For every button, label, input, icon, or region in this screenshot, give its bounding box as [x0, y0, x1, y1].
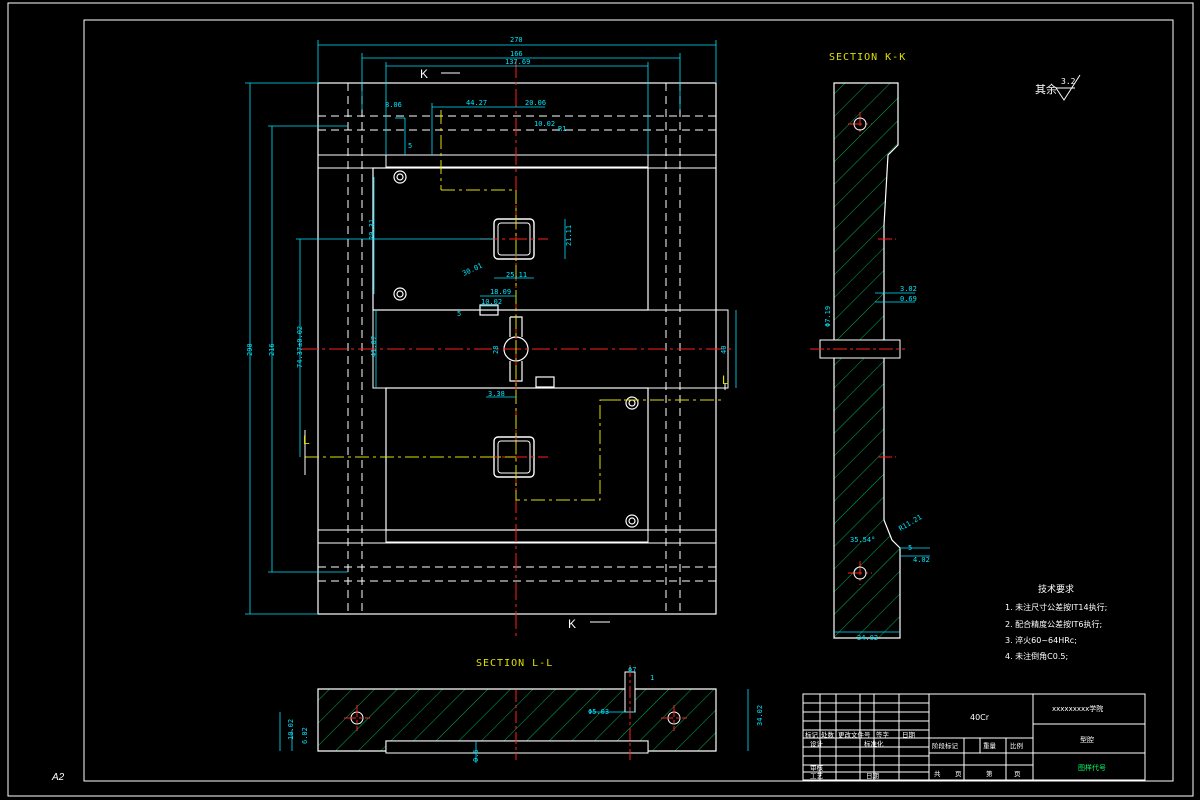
kk-dim-5: 5: [908, 544, 912, 552]
tb-process: 工艺: [810, 772, 824, 780]
section-kk-body: [833, 82, 901, 639]
tb-scale: 比例: [1010, 741, 1023, 750]
sheet-size-label: A2: [51, 772, 65, 783]
section-ll-title: SECTION L-L: [476, 658, 553, 669]
dim-5: 5: [408, 142, 412, 150]
ll-dim-6: 6.02: [301, 727, 309, 744]
ll-dim-05: 0.5: [472, 749, 480, 762]
dim-74-37: 74.37±0.02: [296, 326, 304, 368]
tech-req-item-1: 1. 未注尺寸公差按IT14执行;: [1005, 602, 1107, 612]
tb-stage: 阶段标记: [932, 741, 959, 750]
dim-8-06: 8.06: [385, 101, 402, 109]
kk-dim-0-69: 0.69: [900, 295, 917, 303]
section-ll: SECTION L-L Φ7 1 Φ5.03 34.02 6.02 10.02: [279, 658, 764, 763]
tb-design: 设计: [810, 739, 824, 748]
dim-137-69: 137.69: [505, 58, 530, 66]
plan-view: K K L L 270 166 137.69 8: [245, 36, 737, 636]
tb-page2: 页: [1014, 770, 1021, 778]
section-ll-dim-texts: Φ7 1 Φ5.03 34.02 6.02 10.02 0.5: [287, 666, 764, 762]
tb-rev-sign: 签字: [876, 730, 890, 739]
surface-finish-prefix: 其余: [1035, 82, 1057, 96]
tb-rev-doc: 更改文件号: [838, 730, 871, 739]
section-kk-holes: [853, 117, 867, 580]
tb-date: 日期: [866, 772, 880, 780]
tb-standardize: 标准化: [864, 739, 884, 748]
section-ll-dims: [279, 689, 749, 763]
kk-dim-4-02: 4.02: [913, 556, 930, 564]
tb-page1: 页: [955, 770, 962, 778]
kk-dim-phi: Φ7.19: [824, 306, 832, 327]
tb-drawing-code: 图样代号: [1078, 763, 1106, 772]
surface-finish-value: 3.2: [1061, 77, 1076, 86]
dim-5b: 5: [457, 310, 461, 318]
dim-40: 40: [720, 346, 728, 354]
dim-28: 28: [492, 346, 500, 354]
ll-dim-1: 1: [650, 674, 654, 682]
dim-290: 290: [246, 343, 254, 356]
lower-cavity-block: [385, 387, 649, 531]
dim-41-07: 41.07: [370, 336, 378, 357]
section-ll-strip: [385, 740, 649, 754]
section-arrows: [304, 72, 726, 623]
kk-dim-34: 34.02: [857, 634, 878, 642]
title-block: [802, 693, 1146, 781]
dim-21-11: 21.11: [565, 225, 573, 246]
centerlines: [300, 60, 735, 636]
section-mark-l-left: L: [303, 433, 310, 447]
tech-req-title: 技术要求: [1038, 583, 1074, 595]
tech-req-item-4: 4. 未注倒角C0.5;: [1005, 651, 1068, 661]
dim-20-06: 20.06: [525, 99, 546, 107]
section-ll-centerlines: [344, 665, 687, 760]
tb-no: 第: [986, 769, 993, 778]
dim-3-38: 3.38: [488, 390, 505, 398]
dim-216: 216: [268, 343, 276, 356]
section-kk: SECTION K-K 3.02 0.69 Φ7.19 R11.21 35.54…: [810, 52, 930, 642]
tb-check: 审核: [810, 763, 824, 772]
tb-drawing-name: 型腔: [1080, 735, 1094, 744]
section-mark-l-right: L: [722, 373, 729, 387]
section-mark-k-top: K: [420, 67, 428, 81]
tech-req-item-3: 3. 淬火60~64HRc;: [1005, 635, 1077, 645]
dim-30-01: 30.01: [461, 262, 483, 278]
tb-weight: 重量: [983, 742, 997, 750]
ll-dim-phi5: Φ5.03: [588, 708, 609, 716]
bolt-holes: [393, 170, 639, 528]
kk-dim-3-02: 3.02: [900, 285, 917, 293]
tb-rev-count: 处数: [821, 730, 835, 739]
tb-rev-date: 日期: [902, 731, 916, 739]
tech-req-item-2: 2. 配合精度公差按IT6执行;: [1005, 619, 1102, 629]
dim-166: 166: [510, 50, 523, 58]
dim-r1: R1: [558, 125, 566, 133]
section-mark-k-bottom: K: [568, 617, 576, 631]
section-kk-title: SECTION K-K: [829, 52, 906, 63]
drawing-frame: [7, 2, 1194, 797]
ll-dim-10: 10.02: [287, 719, 295, 740]
section-kk-dims: [834, 292, 930, 633]
dim-10-02b: 10.02: [481, 298, 502, 306]
technical-requirements: 技术要求 1. 未注尺寸公差按IT14执行; 2. 配合精度公差按IT6执行; …: [1005, 583, 1107, 661]
dimension-lines: [245, 40, 737, 615]
dim-44-27: 44.27: [466, 99, 487, 107]
dim-10-02: 10.02: [534, 120, 555, 128]
dim-overall-width: 270: [510, 36, 523, 44]
ll-dim-phi7: Φ7: [628, 666, 636, 674]
section-kk-centerlines: [810, 112, 905, 585]
title-block-texts: 40Cr xxxxxxxxx学院 型腔 图样代号 标记 处数 更改文件号 签字 …: [805, 704, 1106, 780]
dim-18-09: 18.09: [490, 288, 511, 296]
tb-school: xxxxxxxxx学院: [1052, 704, 1103, 713]
ll-dim-34: 34.02: [756, 705, 764, 726]
dim-25-11: 25.11: [506, 271, 527, 279]
tb-total: 共: [934, 769, 941, 778]
tb-rev-mark: 标记: [805, 730, 819, 739]
dim-20-31: 20.31: [368, 219, 376, 240]
kk-dim-35: 35.54°: [850, 536, 875, 544]
surface-finish-symbol: 其余 3.2: [1035, 74, 1081, 101]
tb-material: 40Cr: [970, 713, 990, 722]
kk-dim-r11: R11.21: [897, 513, 923, 533]
